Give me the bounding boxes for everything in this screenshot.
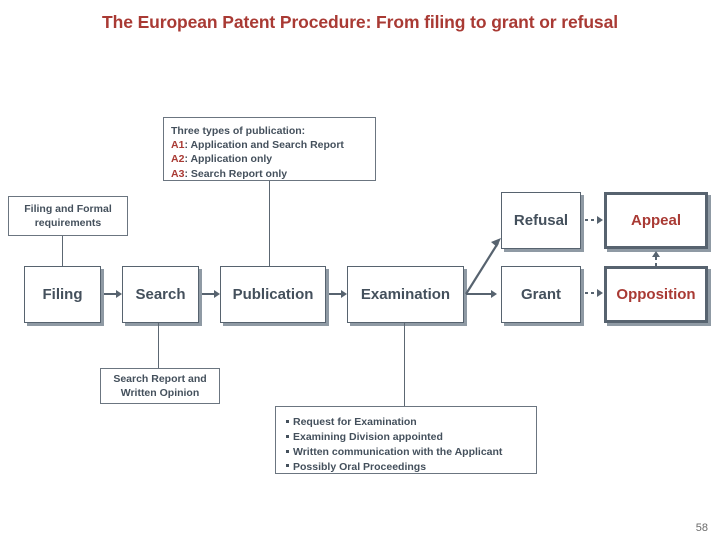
stage-box-opposition[interactable]: Opposition [604, 266, 708, 323]
examination-bullet-3: Written communication with the Applicant [286, 445, 502, 460]
connector-examination-to-grant-arrow [491, 289, 497, 298]
connector-publication-note-to-publication [269, 181, 270, 266]
formal-requirements-line-1: Filing and Formal [24, 202, 112, 215]
connector-filing-to-search-arrow [116, 289, 122, 298]
connector-opposition-to-appeal-dots [655, 257, 657, 267]
publication-tag-a3: A3 [171, 167, 185, 180]
stage-box-refusal[interactable]: Refusal [501, 192, 581, 249]
connector-search-to-publication-arrow [214, 289, 220, 298]
publication-types-note: Three types of publication: A1: Applicat… [163, 117, 376, 181]
stage-box-grant[interactable]: Grant [501, 266, 581, 323]
connector-refusal-to-appeal-dots [585, 219, 599, 221]
connector-search-to-search-report [158, 323, 159, 368]
search-report-note-box: Search Report and Written Opinion [100, 368, 220, 404]
search-report-line-2: Written Opinion [120, 387, 200, 399]
connector-grant-to-opposition-arrow [597, 289, 603, 297]
publication-note-heading: Three types of publication: [171, 125, 306, 137]
page-title: The European Patent Procedure: From fili… [102, 12, 618, 32]
formal-requirements-line-2: requirements [34, 217, 102, 229]
connector-opposition-to-appeal-arrow [651, 251, 660, 257]
connector-publication-to-examination-arrow [341, 289, 347, 298]
connector-filing-to-search-line [104, 293, 117, 295]
publication-text-a2: : Application only [184, 153, 273, 166]
publication-tag-a2: A2 [171, 153, 185, 166]
stage-box-appeal[interactable]: Appeal [604, 192, 708, 249]
publication-note-line-a2: A2: Application only [171, 152, 344, 166]
publication-tag-a1: A1 [171, 139, 185, 152]
connector-grant-to-opposition-dots [585, 292, 599, 294]
formal-requirements-box: Filing and Formal requirements [8, 196, 128, 236]
stage-box-examination[interactable]: Examination [347, 266, 464, 323]
stage-box-filing[interactable]: Filing [24, 266, 101, 323]
publication-text-a3: : Search Report only [184, 167, 288, 180]
stage-box-publication[interactable]: Publication [220, 266, 326, 323]
stage-box-search[interactable]: Search [122, 266, 199, 323]
publication-note-line-a3: A3: Search Report only [171, 167, 344, 181]
connector-examination-to-details [404, 323, 405, 406]
publication-note-line-a1: A1: Application and Search Report [171, 138, 344, 152]
connector-examination-to-grant-line [466, 293, 492, 295]
connector-formal-requirements-to-filing [62, 236, 63, 266]
examination-bullet-1: Request for Examination [286, 415, 502, 430]
publication-text-a1: : Application and Search Report [184, 139, 344, 152]
connector-publication-to-examination-line [329, 293, 342, 295]
search-report-line-1: Search Report and [113, 372, 207, 385]
examination-bullet-4: Possibly Oral Proceedings [286, 460, 502, 475]
page-number: 58 [695, 522, 708, 534]
connector-refusal-to-appeal-arrow [597, 216, 603, 224]
examination-bullet-2: Examining Division appointed [286, 430, 502, 445]
examination-details-box: Request for Examination Examining Divisi… [275, 406, 537, 474]
connector-search-to-publication-line [202, 293, 215, 295]
